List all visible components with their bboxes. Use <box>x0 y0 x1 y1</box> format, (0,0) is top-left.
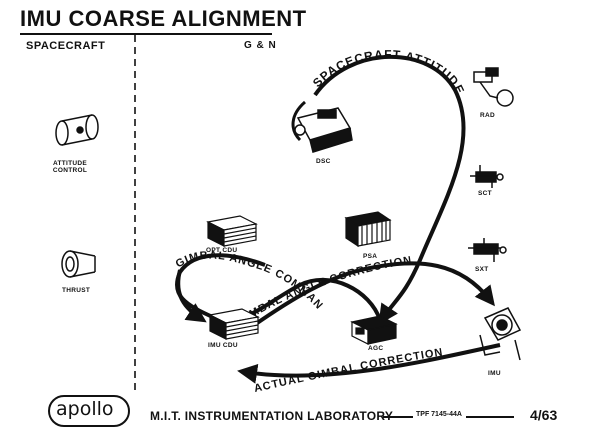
agc-label: AGC <box>368 345 384 352</box>
gn-region-label: G & N <box>244 40 277 51</box>
attitude-control-icon <box>55 114 99 146</box>
lab-name: M.I.T. INSTRUMENTATION LABORATORY <box>150 409 394 423</box>
thrust-icon <box>61 250 96 278</box>
sxt-icon <box>468 238 507 262</box>
rad-label: RAD <box>480 112 495 119</box>
imu-label: IMU <box>488 370 501 377</box>
footer-rule-right <box>466 416 514 418</box>
apollo-logo-text: apollo <box>56 398 114 420</box>
spacecraft-region-label: SPACECRAFT <box>26 40 106 52</box>
agc-icon <box>350 315 398 345</box>
apollo-logo <box>48 395 130 427</box>
opt-cdu-label: OPT CDU <box>206 247 238 254</box>
actual-gimbal-correction-label: ACTUAL GIMBAL CORRECTION <box>253 346 444 395</box>
psa-label: PSA <box>363 253 378 260</box>
actual-gimbal-correction-flow <box>237 343 501 384</box>
imu-cdu-label: IMU CDU <box>208 342 238 349</box>
page-number: 4/63 <box>530 407 558 423</box>
opt-cdu-icon <box>206 215 258 247</box>
psa-icon <box>344 211 392 248</box>
title-underline <box>20 33 272 35</box>
thrust-label: THRUST <box>62 287 91 294</box>
document-number: TPF 7145-44A <box>416 411 462 418</box>
dsc-icon <box>294 107 353 153</box>
sct-label: SCT <box>478 190 492 197</box>
imu-cdu-icon <box>208 308 260 340</box>
gimbal-angle-correction-flow <box>248 261 495 330</box>
imu-icon <box>479 307 522 361</box>
sct-icon <box>470 165 504 188</box>
spacecraft-attitude-label: SPACECRAFT ATTITUDE <box>310 47 468 96</box>
footer-rule-left <box>383 416 413 418</box>
rad-icon <box>473 67 514 107</box>
spacecraft-attitude-flow <box>291 54 466 325</box>
gimbal-angle-command-label: GIMBAL ANGLE COMMAND <box>0 0 325 312</box>
dsc-label: DSC <box>316 158 331 165</box>
attitude-control-label: ATTITUDE CONTROL <box>52 160 88 174</box>
slide-title: IMU COARSE ALIGNMENT <box>20 6 307 31</box>
sxt-label: SXT <box>475 266 489 273</box>
